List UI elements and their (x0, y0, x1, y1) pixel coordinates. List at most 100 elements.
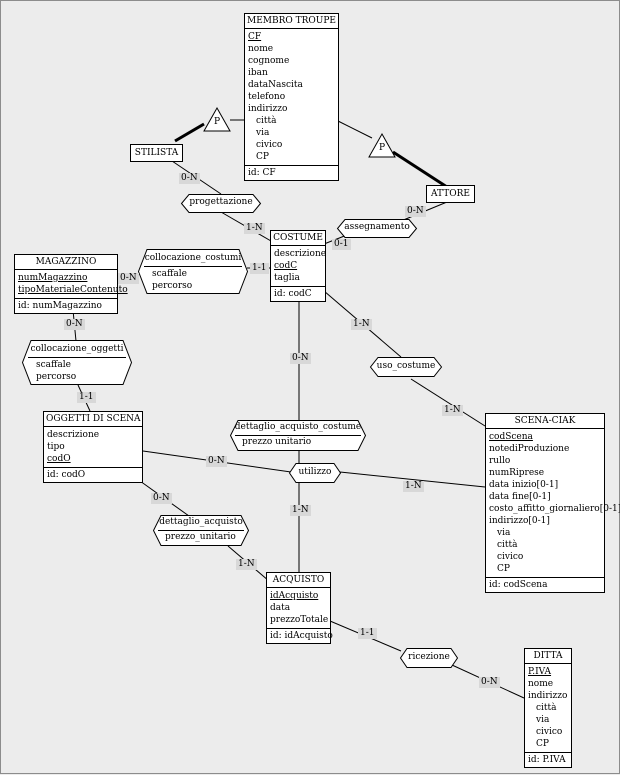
entity-key: P.IVA (528, 667, 552, 677)
cardinality-label: 0-N (206, 456, 227, 467)
entity-attribute: descrizione (274, 249, 327, 259)
cardinality-label: 1-N (351, 319, 372, 330)
generalization-right: P (368, 132, 396, 158)
entity-attribute: nome (248, 44, 274, 54)
entity-subattribute: CP (256, 152, 269, 162)
entity-identifier: id: idAcquisto (267, 628, 333, 643)
entity-attribute: nome (528, 679, 554, 689)
entity-key: numMagazzino (18, 273, 88, 283)
entity-title: MAGAZZINO (15, 255, 117, 270)
relationship-name: dettaglio_acquisto (159, 517, 243, 527)
entity-identifier: id: P.IVA (525, 752, 571, 767)
relationship-collocazione-costumi[interactable]: collocazione_costumi scaffale percorso (137, 249, 249, 294)
entity-subattribute: civico (536, 727, 563, 737)
entity-subattribute: civico (256, 140, 283, 150)
cardinality-label: 1-1 (358, 628, 377, 639)
entity-subattribute: via (497, 528, 511, 538)
entity-subattribute: civico (497, 552, 524, 562)
entity-attribute: cognome (248, 56, 290, 66)
entity-attribute: notediProduzione (489, 444, 570, 454)
entity-costume[interactable]: COSTUME descrizione codC taglia id: codC (270, 230, 326, 302)
entity-attribute: prezzoTotale (270, 615, 329, 625)
entity-identifier: id: numMagazzino (15, 298, 117, 313)
cardinality-label: 0-N (64, 319, 85, 330)
relationship-dettaglio-acquisto-costume[interactable]: dettaglio_acquisto_costume prezzo unitar… (229, 420, 367, 451)
entity-attribute: telefono (248, 92, 286, 102)
entity-identifier: id: codC (271, 286, 325, 301)
gen-right-to-parent (337, 120, 373, 139)
generalization-label: P (213, 117, 221, 127)
relationship-name: utilizzo (298, 467, 332, 477)
line-uso-scena (410, 378, 486, 427)
relationship-attribute: prezzo_unitario (165, 532, 236, 542)
entity-scena-ciak[interactable]: SCENA-CIAK codScena notediProduzione rul… (485, 413, 620, 593)
cardinality-label: 1-N (290, 505, 311, 516)
relationship-uso-costume[interactable]: uso_costume (369, 357, 443, 377)
entity-key: CF (248, 32, 262, 42)
relationship-attribute: prezzo unitario (242, 437, 312, 447)
entity-key: codC (274, 261, 298, 271)
relationship-dettaglio-acquisto[interactable]: dettaglio_acquisto prezzo_unitario (152, 515, 250, 546)
relationship-name: dettaglio_acquisto_costume (234, 422, 362, 432)
entity-attribute: data fine[0-1] (489, 492, 551, 502)
entity-ditta[interactable]: DITTA P.IVA nome indirizzo città via civ… (524, 648, 572, 768)
entity-attore[interactable]: ATTORE (426, 185, 475, 203)
generalization-label: P (378, 143, 386, 153)
entity-title: COSTUME (271, 231, 325, 246)
cardinality-label: 1-N (244, 223, 265, 234)
hexagon-shape (137, 249, 249, 294)
cardinality-label: 0-N (179, 173, 200, 184)
relationship-attribute: scaffale (152, 269, 187, 279)
entity-subattribute: città (256, 116, 277, 126)
entity-membro-troupe[interactable]: MEMBRO TROUPE CF nome cognome iban dataN… (244, 13, 339, 181)
entity-attribute: costo_affitto_giornaliero[0-1] (489, 504, 620, 514)
entity-attribute: descrizione (47, 430, 100, 440)
entity-attribute: numRiprese (489, 468, 545, 478)
entity-acquisto[interactable]: ACQUISTO idAcquisto data prezzoTotale id… (266, 572, 333, 644)
generalization-left: P (203, 106, 231, 132)
relationship-utilizzo[interactable]: utilizzo (288, 463, 342, 483)
relationship-collocazione-oggetti[interactable]: collocazione_oggetti scaffale percorso (21, 340, 133, 385)
gen-right-to-attore (392, 150, 448, 189)
cardinality-label: 0-N (290, 353, 311, 364)
cardinality-label: 1-N (403, 481, 424, 492)
relationship-name: collocazione_oggetti (30, 344, 124, 354)
entity-subattribute: CP (536, 739, 549, 749)
hexagon-shape (369, 357, 443, 377)
cardinality-label: 0-N (118, 273, 139, 284)
entity-subattribute: città (497, 540, 518, 550)
entity-stilista[interactable]: STILISTA (130, 144, 183, 162)
relationship-divider (235, 435, 361, 436)
entity-attribute: indirizzo (248, 104, 288, 114)
cardinality-label: 1-N (236, 559, 257, 570)
hexagon-shape (399, 648, 459, 668)
entity-subattribute: CP (497, 564, 510, 574)
entity-key: idAcquisto (270, 591, 319, 601)
cardinality-label: 1-1 (77, 392, 96, 403)
hexagon-shape (288, 463, 342, 483)
relationship-attribute: percorso (152, 281, 193, 291)
entity-magazzino[interactable]: MAGAZZINO numMagazzino tipoMaterialeCont… (14, 254, 128, 314)
entity-identifier: id: codO (44, 467, 142, 482)
entity-subattribute: via (536, 715, 550, 725)
entity-attribute: indirizzo (528, 691, 568, 701)
cardinality-label: 0-N (405, 206, 426, 217)
relationship-divider (144, 266, 242, 267)
cardinality-label: 0-N (479, 677, 500, 688)
relationship-assegnamento[interactable]: assegnamento (336, 219, 418, 238)
triangle-icon (203, 106, 231, 132)
entity-identifier: id: codScena (486, 577, 604, 592)
entity-oggetti-di-scena[interactable]: OGGETTI DI SCENA descrizione tipo codO i… (43, 411, 143, 483)
entity-key: codO (47, 454, 71, 464)
entity-attribute: data inizio[0-1] (489, 480, 559, 490)
cardinality-label: 0-1 (332, 239, 351, 250)
entity-title: ACQUISTO (267, 573, 330, 588)
relationship-divider (28, 357, 126, 358)
entity-attribute: taglia (274, 273, 300, 283)
relationship-name: collocazione_costumi (144, 253, 242, 263)
entity-title: DITTA (525, 649, 571, 664)
relationship-progettazione[interactable]: progettazione (180, 194, 262, 213)
relationship-ricezione[interactable]: ricezione (399, 648, 459, 668)
cardinality-label: 0-N (151, 493, 172, 504)
